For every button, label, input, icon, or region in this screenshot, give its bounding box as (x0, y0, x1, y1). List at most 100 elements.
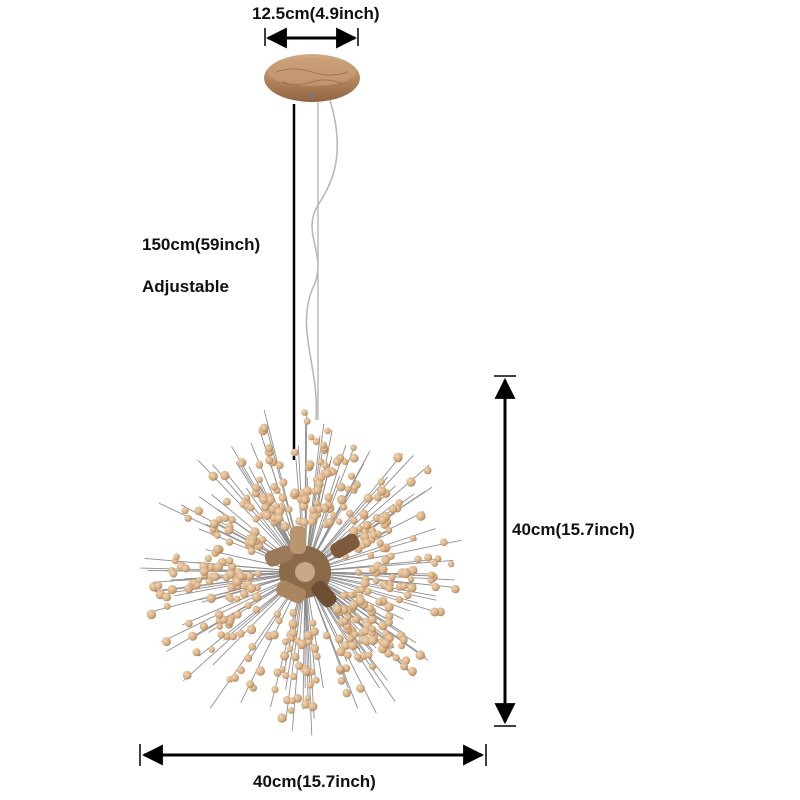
chandelier-bead (181, 564, 190, 573)
chandelier-bead (269, 630, 279, 640)
chandelier-bead (385, 618, 393, 627)
chandelier-bead (213, 562, 223, 572)
chandelier-bead (312, 438, 320, 446)
chandelier-bead (305, 638, 313, 646)
chandelier-bead (213, 545, 222, 554)
chandelier-bead (372, 577, 380, 585)
chandelier-bead (359, 542, 367, 549)
chandelier-bead (377, 478, 385, 486)
chandelier-bead (350, 444, 357, 451)
chandelier-bead (255, 666, 265, 676)
chandelier-bead (295, 661, 304, 671)
chandelier-bead (243, 494, 251, 501)
chandelier-bead (223, 497, 231, 506)
chandelier-bead (251, 592, 262, 602)
chandelier-bead (310, 644, 320, 653)
chandelier-bead (308, 517, 317, 526)
chandelier-bead (163, 602, 171, 610)
chandelier-bead (313, 499, 321, 507)
chandelier-bead (188, 631, 198, 641)
chandelier-bead (340, 591, 349, 600)
chandelier-bead (265, 456, 274, 465)
chandelier-bead (310, 627, 319, 636)
chandelier-fixture (140, 409, 462, 736)
chandelier-spoke (140, 567, 306, 573)
chandelier-bead (309, 619, 317, 627)
chandelier-bead (227, 596, 234, 603)
chandelier-bead (301, 409, 308, 416)
chandelier-bead (228, 515, 236, 524)
chandelier-bead (302, 486, 313, 496)
chandelier-bead (345, 614, 352, 621)
chandelier-bead (227, 583, 236, 592)
chandelier-bead (290, 448, 299, 457)
canopy-width-arrow (264, 27, 359, 49)
chandelier-bead (254, 570, 262, 578)
chandelier-bead (398, 642, 406, 650)
chandelier-bead (290, 672, 298, 681)
chandelier-bead (440, 538, 448, 546)
chandelier-bead (301, 700, 310, 709)
chandelier-bead (410, 535, 417, 542)
chandelier-bead (173, 553, 180, 560)
chandelier-bead (349, 453, 359, 463)
chandelier-bead (325, 517, 335, 527)
chandelier-bead (205, 577, 214, 586)
chandelier-bead (373, 493, 382, 502)
chandelier-spoke (147, 571, 306, 614)
chandelier-bead (270, 482, 279, 491)
chandelier-bead (217, 631, 225, 639)
chandelier-bead (265, 444, 273, 453)
chandelier-bead (336, 664, 345, 674)
chandelier-bead (221, 514, 230, 523)
chandelier-bead (388, 505, 398, 514)
chandelier-bead (367, 552, 375, 559)
chandelier-bead (332, 457, 342, 466)
canopy-width-label: 12.5cm(4.9inch) (252, 4, 380, 23)
chandelier-bead (262, 511, 272, 520)
chandelier-bead (381, 555, 391, 565)
chandelier-bead (316, 472, 326, 482)
chandelier-bead (279, 651, 290, 661)
chandelier-bead (407, 583, 417, 593)
chandelier-bead (230, 673, 239, 682)
chandelier-bead (225, 557, 234, 565)
chandelier-bead (377, 486, 387, 496)
chandelier-bead (301, 496, 309, 504)
chandelier-bead (225, 538, 234, 546)
chandelier-bead (368, 662, 376, 670)
chandelier-bead (332, 604, 343, 614)
chandelier-bead (246, 583, 257, 593)
chandelier-bead (339, 605, 349, 614)
chandelier-bead (336, 518, 343, 525)
chandelier-bead (233, 610, 242, 619)
chandelier-bead (244, 602, 252, 610)
chandelier-bead (271, 686, 279, 694)
chandelier-hub (264, 526, 360, 608)
chandelier-bead (434, 555, 442, 562)
chandelier-bead (322, 468, 332, 478)
chandelier-bead (309, 506, 317, 514)
height-arrow (494, 375, 516, 727)
chandelier-bead (385, 584, 394, 593)
chandelier-bead (290, 652, 300, 662)
chandelier-bead (341, 641, 351, 651)
chandelier-bead (378, 621, 388, 631)
chandelier-bead (194, 581, 201, 589)
chandelier-bead (275, 617, 283, 625)
chandelier-bead (210, 572, 220, 582)
chandelier-bead (261, 503, 270, 512)
chandelier-bead (350, 516, 358, 525)
chandelier-bead (275, 461, 284, 470)
chandelier-bead (229, 632, 237, 641)
chandelier-bead (214, 532, 221, 539)
chandelier-bead (348, 600, 359, 610)
chandelier-bead (216, 623, 223, 630)
chandelier-bead (347, 591, 355, 599)
chandelier-bead (246, 624, 257, 635)
chandelier-bead (280, 522, 290, 532)
chandelier-bead (287, 707, 295, 714)
chandelier-bead (214, 610, 224, 619)
chandelier-bead (313, 486, 322, 495)
chandelier-bead (303, 417, 311, 425)
